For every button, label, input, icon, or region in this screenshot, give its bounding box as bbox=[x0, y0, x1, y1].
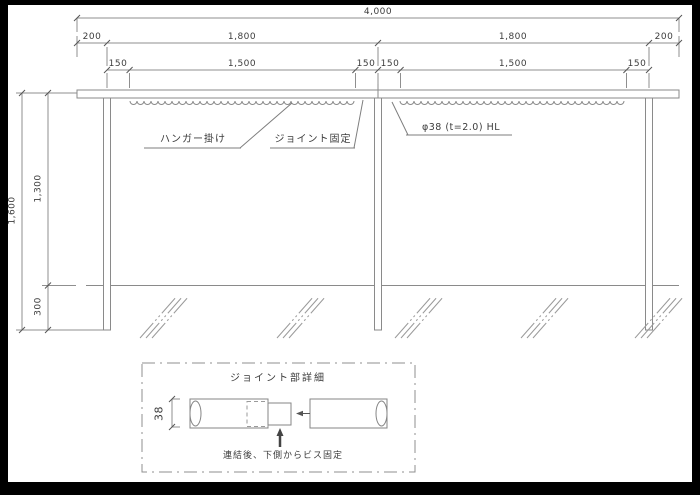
dim-150-c: 150 bbox=[380, 59, 400, 69]
dim-right-offset: 200 bbox=[654, 32, 674, 42]
dim-1500-a: 1,500 bbox=[227, 59, 257, 69]
dim-height-total: 1,600 bbox=[7, 196, 18, 225]
dim-overall-width: 4,000 bbox=[363, 7, 393, 17]
hidden-sleeve bbox=[246, 401, 269, 427]
dim-150-a: 150 bbox=[108, 59, 128, 69]
label-hanger-hook: ハンガー掛け bbox=[160, 134, 226, 145]
joint-detail-pipes bbox=[189, 398, 388, 429]
post-right bbox=[645, 97, 653, 331]
hanger-wave-lines bbox=[129, 100, 625, 105]
dim-span-right: 1,800 bbox=[498, 32, 528, 42]
pipe-right-end bbox=[375, 400, 388, 427]
dim-embed-depth: 300 bbox=[33, 297, 44, 316]
dim-150-b: 150 bbox=[356, 59, 376, 69]
pipe-left-end bbox=[189, 400, 202, 427]
ground-hatch bbox=[139, 286, 693, 339]
post-middle bbox=[374, 97, 382, 331]
detail-note: 連結後、下側からビス固定 bbox=[222, 451, 343, 461]
label-joint-fixing: ジョイント固定 bbox=[274, 134, 352, 145]
detail-title: ジョイント部詳細 bbox=[230, 373, 326, 384]
detail-border bbox=[141, 362, 416, 473]
dimension-ticks bbox=[18, 14, 683, 334]
leader-lines bbox=[144, 99, 512, 149]
screw-arrow-head bbox=[276, 428, 284, 436]
detail-arrows bbox=[276, 410, 310, 447]
dim-span-left: 1,800 bbox=[227, 32, 257, 42]
detail-dim-38: 38 bbox=[152, 406, 166, 421]
rail-structure bbox=[76, 84, 680, 331]
joint-detail-box bbox=[141, 362, 416, 473]
joint-connector bbox=[267, 402, 292, 426]
post-left bbox=[103, 97, 111, 331]
insert-arrow-head bbox=[296, 410, 303, 417]
dim-left-offset: 200 bbox=[82, 32, 102, 42]
dim-150-d: 150 bbox=[627, 59, 647, 69]
label-pipe-spec: φ38 (t=2.0) HL bbox=[421, 122, 501, 133]
pipe-left bbox=[189, 398, 269, 429]
dim-height-clear: 1,300 bbox=[33, 174, 44, 203]
dim-1500-b: 1,500 bbox=[498, 59, 528, 69]
pipe-right bbox=[309, 398, 388, 429]
